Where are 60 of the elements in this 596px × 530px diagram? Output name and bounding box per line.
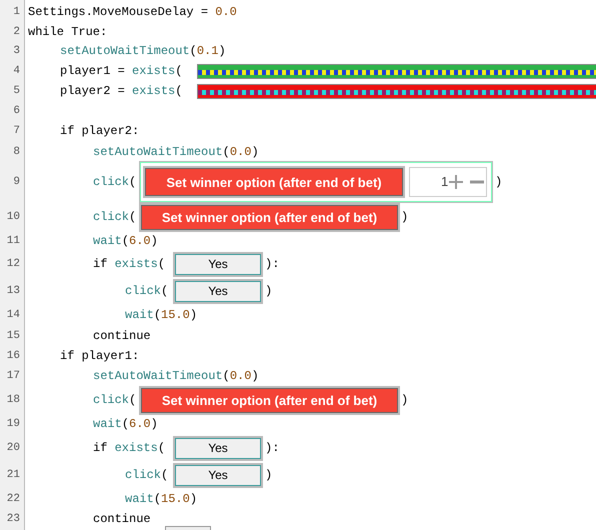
line-number: 7 (12, 124, 20, 138)
line-number: 22 (6, 492, 20, 506)
button-screenshot: Yes (175, 438, 261, 458)
button-screenshot: Set winner option (after end of bet) (141, 204, 398, 230)
code-line: wait(15.0) (125, 492, 198, 506)
button-screenshot: Set winner option (after end of bet) (141, 388, 398, 412)
line-number: 21 (6, 468, 20, 482)
code-line: ): (265, 257, 280, 271)
line-number: 15 (6, 329, 20, 343)
code-line: click( (93, 210, 136, 224)
code-line: if player1: (60, 349, 140, 363)
line-number: 10 (6, 210, 20, 224)
code-line: wait(6.0) (93, 234, 158, 248)
line-number: 18 (6, 393, 20, 407)
line-number: 5 (12, 84, 20, 98)
line-number: 1 (12, 5, 20, 19)
button-screenshot: Yes (175, 280, 261, 302)
button-screenshot: Set winner option (after end of bet) (145, 168, 403, 196)
code-line: ): (265, 441, 280, 455)
code-line: continue (93, 329, 151, 343)
code-line: setAutoWaitTimeout(0.0) (93, 145, 259, 159)
code-line: click( (93, 175, 136, 189)
code-line: wait(6.0) (93, 417, 158, 431)
line-number: 8 (12, 145, 20, 159)
line-number: 12 (6, 257, 20, 271)
counter-value: 1 (441, 174, 448, 190)
line-number: 16 (6, 349, 20, 363)
line-number: 4 (12, 64, 20, 78)
line-number: 14 (6, 308, 20, 322)
button-screenshot: Yes (175, 254, 261, 274)
code-line: continue (93, 512, 151, 526)
line-number: 11 (6, 234, 20, 248)
code-line: while True: (28, 25, 108, 39)
line-number: 19 (6, 417, 20, 431)
line-number: 6 (12, 104, 20, 118)
line-number: 20 (6, 441, 20, 455)
line-number: 13 (6, 284, 20, 298)
line-number: 2 (12, 25, 20, 39)
code-line: setAutoWaitTimeout(0.1) (60, 44, 226, 58)
code-line: click( (93, 393, 136, 407)
code-line: setAutoWaitTimeout(0.0) (93, 369, 259, 383)
button-screenshot: Yes (175, 464, 261, 486)
code-line: if exists( (93, 441, 166, 455)
code-line: wait(15.0) (125, 308, 198, 322)
code-line: ) (401, 393, 408, 407)
code-line: Settings.MoveMouseDelay = 0.0 (28, 5, 237, 19)
code-line: ) (401, 210, 408, 224)
code-line: click( (125, 284, 168, 298)
code-line: player2 = exists( (60, 84, 182, 98)
line-number: 9 (12, 175, 20, 189)
code-line: if player2: (60, 124, 140, 138)
code-line: ) (265, 284, 272, 298)
line-number: 23 (6, 512, 20, 526)
code-line: player1 = exists( (60, 64, 182, 78)
line-number: 17 (6, 369, 20, 383)
code-line: ) (265, 468, 272, 482)
code-line: ) (495, 175, 502, 189)
line-number: 3 (12, 44, 20, 58)
code-line: if exists( (93, 257, 166, 271)
code-line: click( (125, 468, 168, 482)
